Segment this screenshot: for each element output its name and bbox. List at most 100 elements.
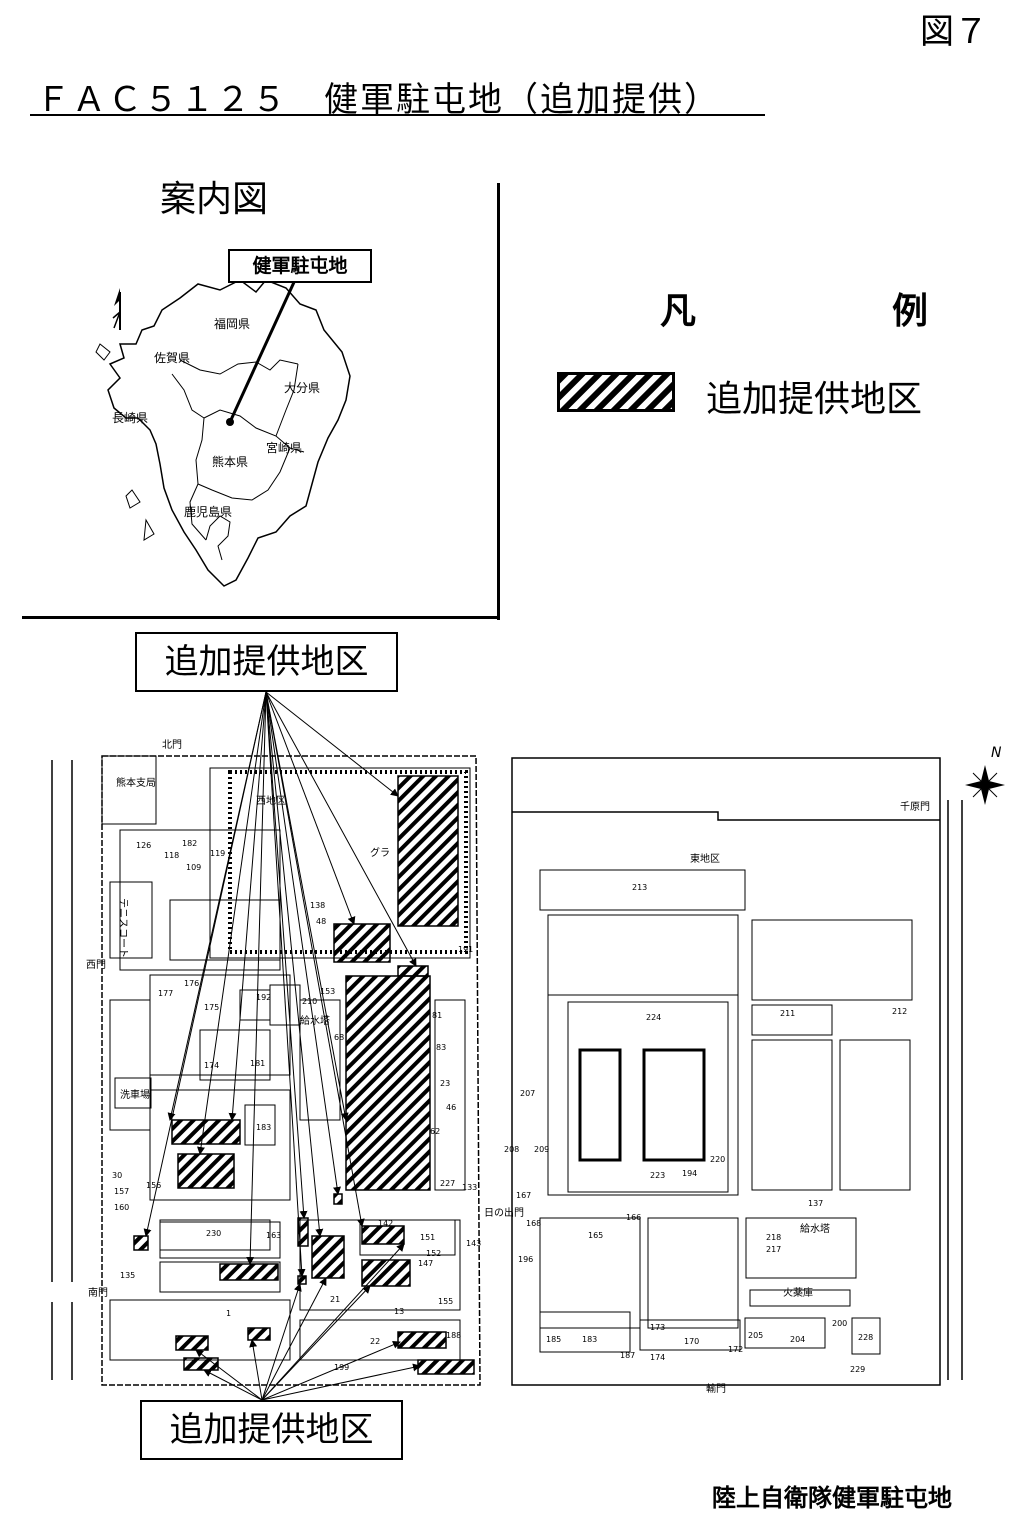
svg-text:153: 153 bbox=[320, 987, 335, 996]
svg-text:152: 152 bbox=[426, 1249, 441, 1258]
svg-text:182: 182 bbox=[182, 839, 197, 848]
north-arrow-icon bbox=[112, 288, 121, 330]
svg-text:81: 81 bbox=[432, 1011, 442, 1020]
svg-text:13: 13 bbox=[394, 1307, 404, 1316]
kyushu-outline bbox=[107, 279, 351, 587]
svg-text:194: 194 bbox=[682, 1169, 697, 1178]
svg-text:23: 23 bbox=[440, 1079, 450, 1088]
svg-text:22: 22 bbox=[370, 1337, 380, 1346]
svg-text:166: 166 bbox=[626, 1213, 641, 1222]
additional-area-parcels bbox=[133, 775, 475, 1375]
svg-text:175: 175 bbox=[204, 1003, 219, 1012]
svg-text:165: 165 bbox=[588, 1231, 603, 1240]
svg-text:137: 137 bbox=[808, 1199, 823, 1208]
svg-text:62: 62 bbox=[430, 1127, 440, 1136]
legend-swatch-hatched bbox=[557, 372, 675, 412]
prefecture-label: 熊本県 bbox=[212, 454, 248, 469]
gate-label: 西門 bbox=[86, 959, 106, 971]
east-area-boundary bbox=[511, 757, 941, 1386]
prefecture-label: 宮崎県 bbox=[266, 440, 302, 455]
svg-text:211: 211 bbox=[780, 1009, 795, 1018]
gate-label: 北門 bbox=[162, 739, 182, 751]
compass-rose-icon: N bbox=[965, 745, 1005, 805]
svg-text:204: 204 bbox=[790, 1335, 805, 1344]
svg-text:1: 1 bbox=[226, 1309, 231, 1318]
svg-text:185: 185 bbox=[546, 1335, 561, 1344]
svg-text:213: 213 bbox=[632, 883, 647, 892]
map-label: 熊本支局 bbox=[116, 776, 156, 789]
document-title: ＦＡＣ５１２５ 健軍駐屯地（追加提供） bbox=[36, 80, 720, 120]
svg-text:160: 160 bbox=[114, 1203, 129, 1212]
area-label: 東地区 bbox=[690, 852, 720, 865]
svg-text:156: 156 bbox=[146, 1181, 161, 1190]
title-underline bbox=[30, 114, 765, 116]
svg-text:183: 183 bbox=[582, 1335, 597, 1344]
legend-title: 凡 例 bbox=[660, 290, 1009, 332]
svg-text:224: 224 bbox=[646, 1013, 661, 1022]
prefecture-label: 鹿児島県 bbox=[184, 504, 232, 519]
prefecture-label: 大分県 bbox=[284, 381, 320, 395]
svg-text:157: 157 bbox=[114, 1187, 129, 1196]
svg-text:220: 220 bbox=[710, 1155, 725, 1164]
svg-text:200: 200 bbox=[832, 1319, 847, 1328]
map-label: 火薬庫 bbox=[783, 1286, 813, 1299]
svg-text:217: 217 bbox=[766, 1245, 781, 1254]
svg-text:30: 30 bbox=[112, 1171, 122, 1180]
guide-map-callout: 健軍駐屯地 bbox=[228, 249, 372, 283]
svg-text:163: 163 bbox=[266, 1231, 281, 1240]
svg-text:229: 229 bbox=[850, 1365, 865, 1374]
svg-text:223: 223 bbox=[650, 1171, 665, 1180]
svg-text:48: 48 bbox=[316, 917, 326, 926]
gate-label: 日の出門 bbox=[484, 1206, 524, 1219]
svg-text:135: 135 bbox=[120, 1271, 135, 1280]
svg-text:187: 187 bbox=[620, 1351, 635, 1360]
kyushu-map: 福岡県 佐賀県 長崎県 大分県 熊本県 宮崎県 鹿児島県 bbox=[95, 279, 351, 587]
svg-text:168: 168 bbox=[526, 1219, 541, 1228]
svg-text:208: 208 bbox=[504, 1145, 519, 1154]
map-label: テニスコート bbox=[117, 898, 128, 958]
svg-text:192: 192 bbox=[256, 993, 271, 1002]
svg-text:167: 167 bbox=[516, 1191, 531, 1200]
svg-text:N: N bbox=[991, 745, 1002, 761]
gate-label: 千原門 bbox=[900, 801, 930, 813]
svg-text:119: 119 bbox=[210, 849, 225, 858]
gate-label: 南門 bbox=[88, 1286, 108, 1299]
svg-text:207: 207 bbox=[520, 1089, 535, 1098]
svg-text:181: 181 bbox=[250, 1059, 265, 1068]
svg-text:83: 83 bbox=[436, 1043, 446, 1052]
west-area-boundary bbox=[101, 755, 481, 1386]
svg-text:228: 228 bbox=[858, 1333, 873, 1342]
svg-text:174: 174 bbox=[650, 1353, 665, 1362]
svg-text:147: 147 bbox=[418, 1259, 433, 1268]
prefecture-label: 福岡県 bbox=[214, 316, 250, 331]
svg-text:173: 173 bbox=[650, 1323, 665, 1332]
gate-label: 輸門 bbox=[706, 1382, 726, 1395]
svg-text:176: 176 bbox=[184, 979, 199, 988]
svg-text:212: 212 bbox=[892, 1007, 907, 1016]
svg-text:177: 177 bbox=[158, 989, 173, 998]
svg-text:227: 227 bbox=[440, 1179, 455, 1188]
svg-text:191: 191 bbox=[458, 945, 473, 954]
svg-text:68: 68 bbox=[334, 1033, 344, 1042]
map-label: 洗車場 bbox=[120, 1088, 150, 1101]
svg-text:109: 109 bbox=[186, 863, 201, 872]
svg-text:138: 138 bbox=[310, 901, 325, 910]
svg-text:172: 172 bbox=[728, 1345, 743, 1354]
legend-entry-label: 追加提供地区 bbox=[706, 379, 923, 420]
svg-text:133: 133 bbox=[462, 1183, 477, 1192]
callout-arrows-bottom bbox=[195, 1243, 421, 1401]
area-label: 西地区 bbox=[256, 794, 286, 807]
svg-text:199: 199 bbox=[334, 1363, 349, 1372]
svg-text:230: 230 bbox=[206, 1229, 221, 1238]
callout-arrows-top bbox=[143, 691, 417, 1277]
guide-map-border-bottom bbox=[22, 616, 500, 619]
svg-text:151: 151 bbox=[420, 1233, 435, 1242]
map-label: 給水塔 bbox=[800, 1222, 830, 1235]
svg-text:183: 183 bbox=[256, 1123, 271, 1132]
svg-text:196: 196 bbox=[518, 1255, 533, 1264]
svg-text:170: 170 bbox=[684, 1337, 699, 1346]
prefecture-label: 長崎県 bbox=[112, 411, 148, 425]
svg-text:118: 118 bbox=[164, 851, 179, 860]
svg-text:210: 210 bbox=[302, 997, 317, 1006]
